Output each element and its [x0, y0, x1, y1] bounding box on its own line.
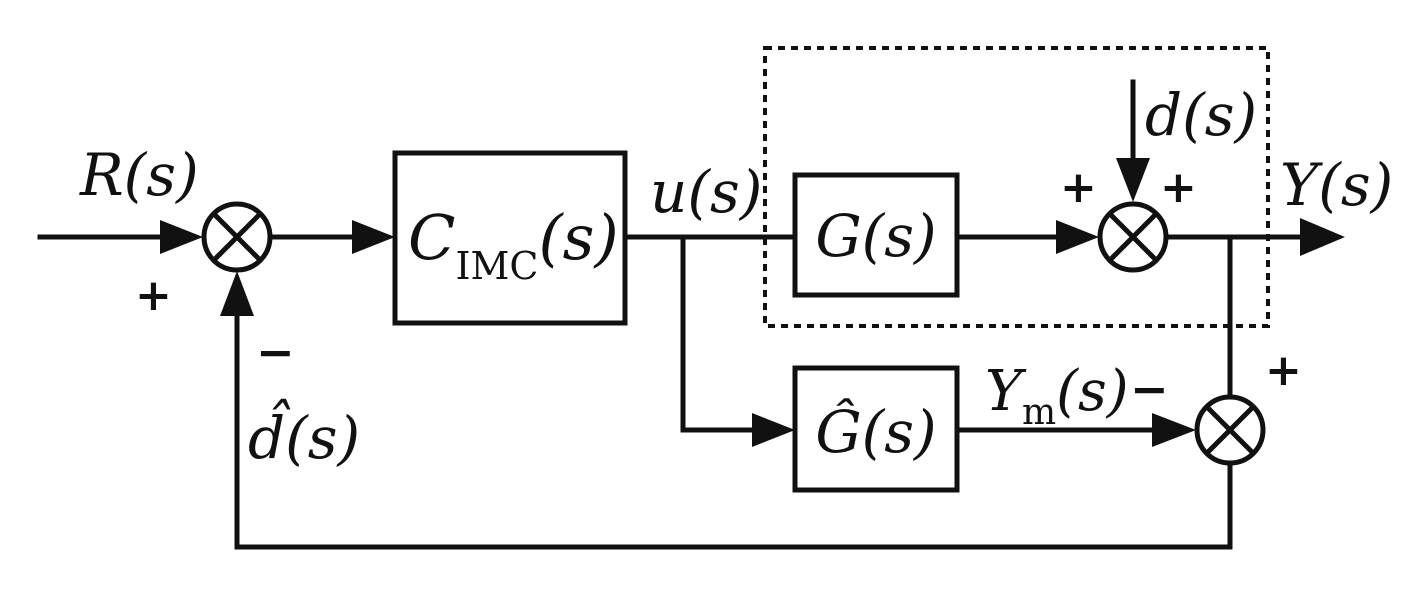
arrowhead-into-compare-sum [1152, 413, 1196, 447]
summing-junction-output [1097, 201, 1169, 273]
arrowhead-disturbance [1116, 158, 1150, 202]
arrowhead-feedback-into-sum1 [220, 271, 254, 316]
sign-disturbance-plus: + [1160, 162, 1197, 213]
summing-junction-reference [201, 201, 273, 273]
arrowhead-into-sum1 [160, 220, 203, 254]
wire-branch-to-model [680, 234, 758, 433]
model-label: Ĝ(s) [815, 398, 936, 466]
arrowhead-output [1300, 218, 1345, 256]
process-boundary [763, 46, 1270, 328]
model-output-signal-label: Ym(s) [985, 359, 1129, 433]
sign-model-minus: − [1130, 362, 1169, 416]
model-block [792, 365, 960, 493]
plant-label: G(s) [815, 202, 936, 270]
control-signal-label: u(s) [650, 158, 762, 226]
arrowhead-into-output-sum [1056, 220, 1099, 254]
sign-feedback-minus: − [256, 325, 295, 379]
output-signal-label: Y(s) [1280, 151, 1393, 219]
controller-label: CIMC(s) [408, 201, 619, 288]
disturbance-signal-label: d(s) [1145, 81, 1257, 149]
reference-signal-label: R(s) [79, 141, 199, 209]
controller-block [392, 150, 628, 326]
sign-reference-plus: + [135, 270, 172, 321]
wire-feedback-loop [234, 313, 1233, 550]
arrowhead-into-model [752, 413, 795, 447]
sign-plant-plus: + [1060, 162, 1097, 213]
estimated-disturbance-label: d̂(s) [248, 398, 360, 472]
sign-output-plus: + [1265, 345, 1302, 396]
plant-block [792, 172, 960, 298]
summing-junction-compare [1194, 394, 1266, 466]
arrowhead-into-controller [352, 220, 395, 254]
